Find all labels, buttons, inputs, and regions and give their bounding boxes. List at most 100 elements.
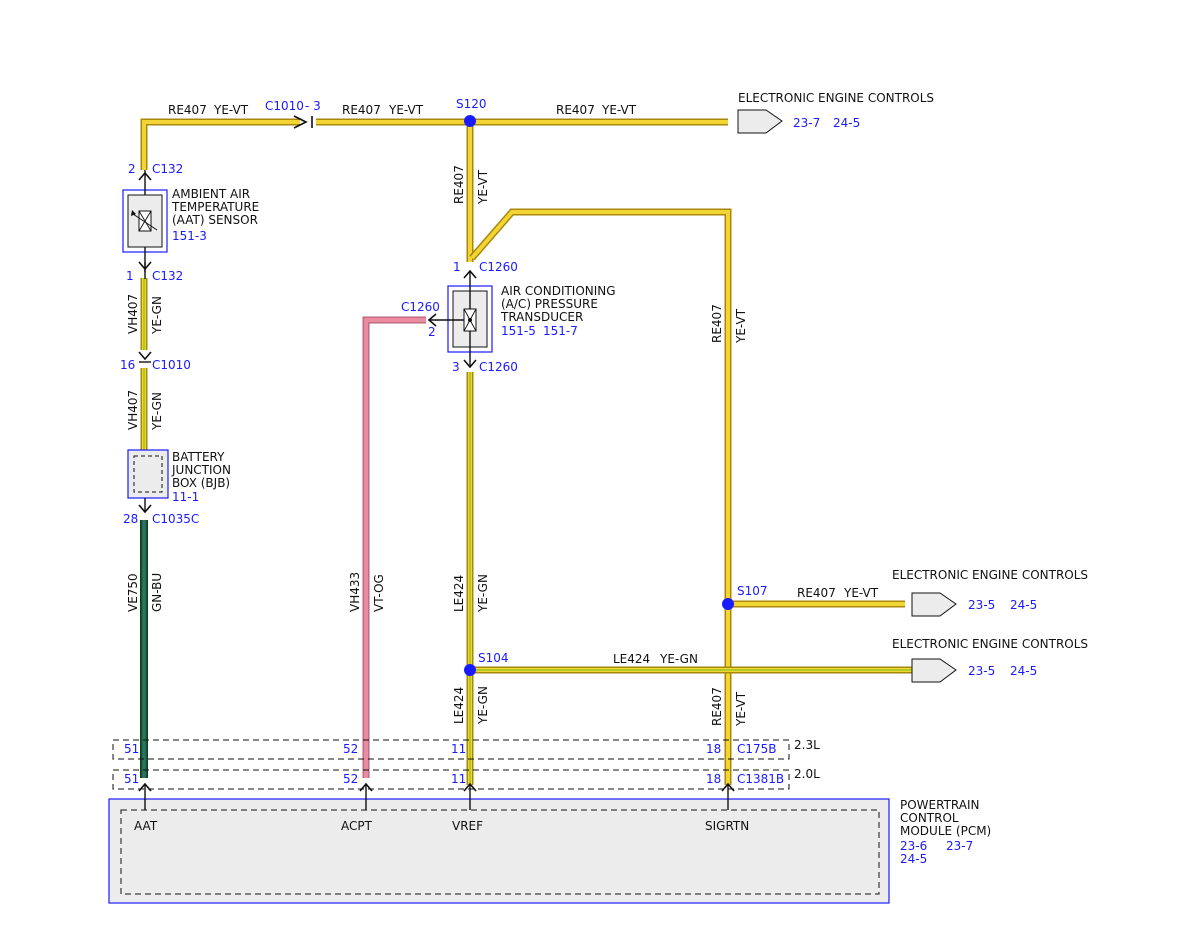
pcm-terminal-sigrtn: SIGRTN [705,819,749,833]
c1260-pin1-arrow-icon [463,269,477,279]
ve750-color: GN-BU [150,573,164,612]
ac-label-line3: TRANSDUCER [500,310,583,324]
pcm-label-line2: CONTROL [900,811,959,825]
ecc-top-ref2: 24-5 [833,116,860,130]
top-mid-color: YE-VT [388,103,424,117]
re407-lower-circuit: RE407 [710,687,724,726]
ecc-mid-ref1: 23-5 [968,598,995,612]
pcm-ref3: 24-5 [900,852,927,866]
ecc-low-connector-icon [911,658,957,683]
c1010-vertical-arrow-icon [138,351,152,361]
wire-top-left [140,118,300,170]
ecc-mid-ref2: 24-5 [1010,598,1037,612]
c132-bottom-pin: 1 [126,269,134,283]
pcm-terminal-acpt: ACPT [341,819,373,833]
pcm-ref1: 23-6 [900,839,927,853]
pcm-terminal-arrows [138,782,735,810]
le424-upper-color: YE-GN [476,574,490,613]
vh407-upper-circuit: VH407 [126,294,140,334]
wire-vh433 [362,316,426,778]
top-left-color: YE-VT [213,103,249,117]
ecc-top-ref1: 23-7 [793,116,820,130]
c1260-side-pin: 2 [428,325,436,339]
c1260-bottom-pin: 3 [452,360,460,374]
splice-s107-label: S107 [737,584,768,598]
ecc-mid-connector-icon [911,592,957,617]
re407-lower-color: YE-VT [734,691,748,727]
connector-c175b-outline [112,739,790,760]
c1035c-pin: 28 [123,512,138,526]
ecc-low-label: ELECTRONIC ENGINE CONTROLS [892,637,1088,651]
engine-20-label: 2.0L [794,767,820,781]
ve750-circuit: VE750 [126,573,140,612]
c132-top-arrow-icon [138,171,152,181]
c1381b-pin-acpt: 52 [343,772,358,786]
c1260-top-conn: C1260 [479,260,518,274]
pcm-terminal-aat: AAT [134,819,158,833]
pcm-terminal-vref: VREF [452,819,483,833]
ecc-top-connector-icon [737,109,783,134]
c1010-connector-pin: - 3 [305,99,321,113]
bjb-box [127,449,169,499]
c1010-pin: 16 [120,358,135,372]
vh407-upper-color: YE-GN [150,296,164,335]
ac-ref1: 151-5 [501,324,536,338]
le424-lower-color: YE-GN [476,686,490,725]
bjb-label-line2: JUNCTION [171,463,231,477]
c1035c-conn: C1035C [152,512,199,526]
splice-s104-label: S104 [478,651,509,665]
ecc-low-color: YE-GN [659,652,698,666]
ecc-low-ref1: 23-5 [968,664,995,678]
top-mid-circuit: RE407 [342,103,381,117]
aat-label-line1: AMBIENT AIR [172,187,250,201]
c1260-top-pin: 1 [453,260,461,274]
c1260-pin2-arrow-icon [427,313,437,327]
aat-label-line2: TEMPERATURE [171,200,259,214]
c175b-pin-aat: 51 [124,742,139,756]
pcm-label-line1: POWERTRAIN [900,798,980,812]
ecc-mid-label: ELECTRONIC ENGINE CONTROLS [892,568,1088,582]
top-right-color: YE-VT [601,103,637,117]
splice-s107 [722,598,734,610]
ac-label-line1: AIR CONDITIONING [501,284,616,298]
vh433-circuit: VH433 [348,572,362,612]
c1010-connector-ref: C1010 [265,99,304,113]
wire-re407-branch [469,208,732,785]
bjb-ref: 11-1 [172,490,199,504]
c1381b-conn: C1381B [737,772,784,786]
ecc-mid-color: YE-VT [843,586,879,600]
c175b-pin-sigrtn: 18 [706,742,721,756]
c132-top-conn: C132 [152,162,183,176]
c1260-pin3-arrow-icon [463,359,477,369]
vh433-color: VT-OG [372,574,386,612]
c1010-inline-arrow [293,115,313,129]
pcm-ref2: 23-7 [946,839,973,853]
c132-bottom-conn: C132 [152,269,183,283]
vh407-lower-circuit: VH407 [126,390,140,430]
bjb-label-line1: BATTERY [172,450,225,464]
top-right-circuit: RE407 [556,103,595,117]
ac-label-line2: (A/C) PRESSURE [501,297,598,311]
aat-ref: 151-3 [172,229,207,243]
ac-transducer [430,272,493,366]
c1381b-pin-vref: 11 [451,772,466,786]
c1260-bottom-conn: C1260 [479,360,518,374]
c175b-conn: C175B [737,742,777,756]
s120-down-circuit: RE407 [452,165,466,204]
top-left-circuit: RE407 [168,103,207,117]
le424-lower-circuit: LE424 [452,687,466,724]
c1260-side-conn: C1260 [401,300,440,314]
c1010-conn: C1010 [152,358,191,372]
engine-23-label: 2.3L [794,738,820,752]
c1381b-pin-sigrtn: 18 [706,772,721,786]
s120-down-color: YE-VT [476,169,490,205]
re407-right-circuit: RE407 [710,304,724,343]
pcm-inner-outline [120,809,880,895]
bjb-label-line3: BOX (BJB) [172,476,230,490]
splice-s120 [464,115,476,127]
re407-right-color: YE-VT [734,308,748,344]
pcm-label-line3: MODULE (PCM) [900,824,991,838]
splice-s104 [464,664,476,676]
aat-sensor [122,170,168,272]
